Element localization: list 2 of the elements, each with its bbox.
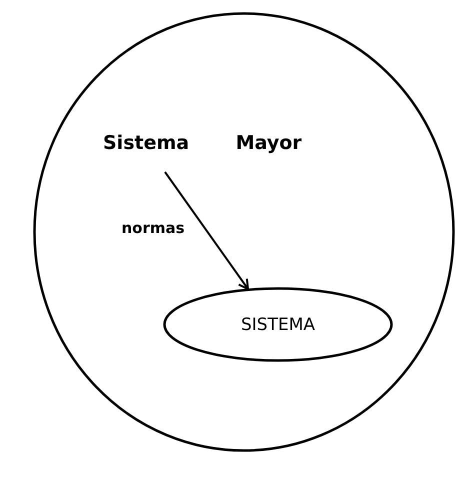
heading-text: Sistema Mayor (103, 132, 302, 154)
node-label: SISTEMA (240, 314, 316, 334)
